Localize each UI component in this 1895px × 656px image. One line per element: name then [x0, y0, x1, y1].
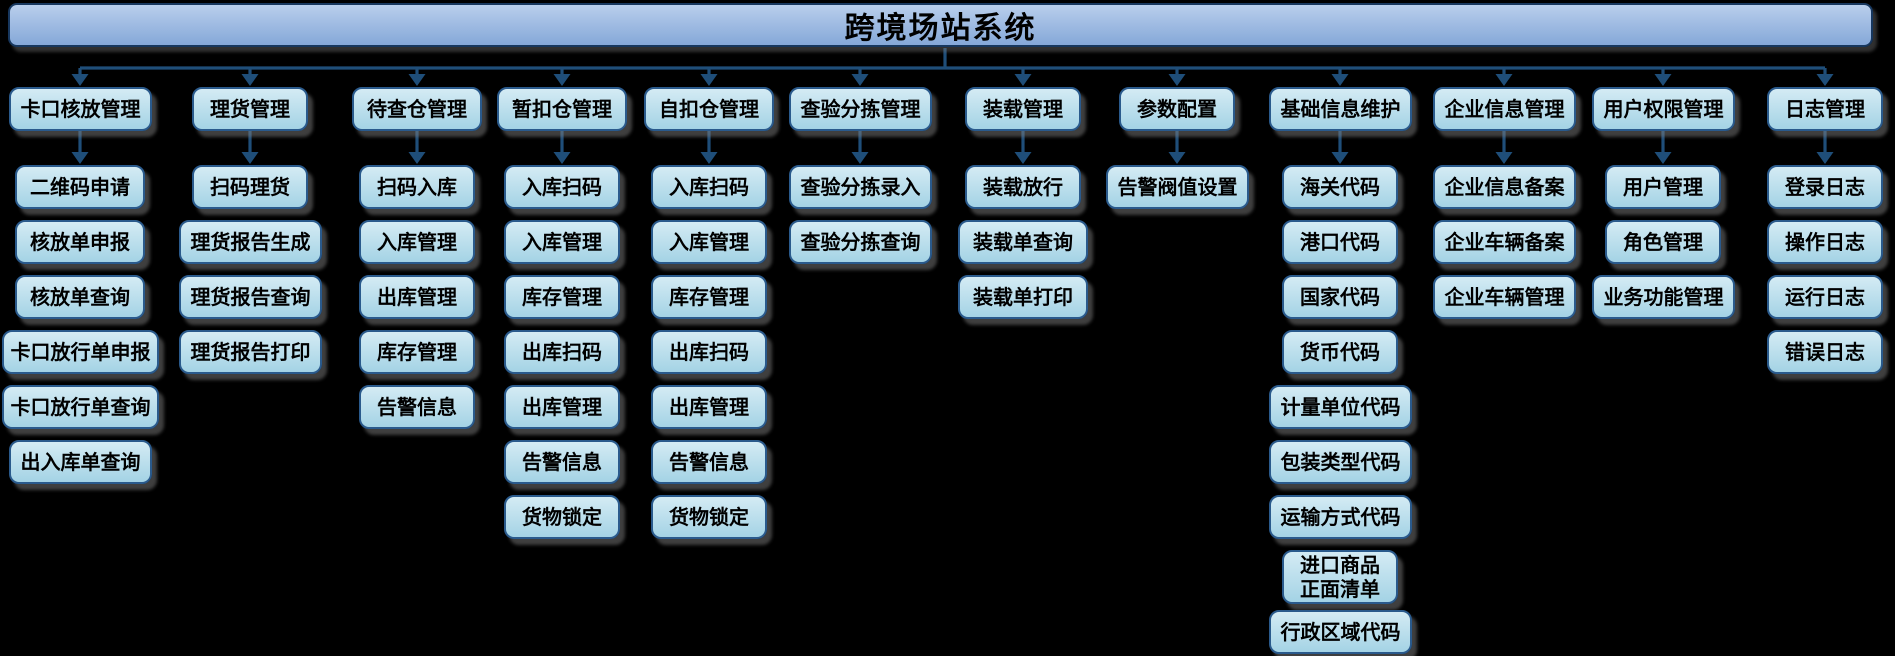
- submodule-box: 错误日志: [1767, 330, 1883, 374]
- submodule-box: 出库管理: [504, 385, 620, 429]
- submodule-box: 入库扫码: [651, 165, 767, 209]
- submodule-box: 角色管理: [1605, 220, 1721, 264]
- module-header-box: 装载管理: [965, 87, 1081, 131]
- submodule-box: 运行日志: [1767, 275, 1883, 319]
- submodule-box: 扫码入库: [359, 165, 475, 209]
- submodule-box: 计量单位代码: [1269, 385, 1412, 429]
- submodule-box: 货物锁定: [504, 495, 620, 539]
- submodule-box: 扫码理货: [192, 165, 308, 209]
- arrowhead-icon: [553, 74, 571, 86]
- submodule-box: 港口代码: [1282, 220, 1398, 264]
- submodule-box: 库存管理: [359, 330, 475, 374]
- submodule-box: 出库扫码: [504, 330, 620, 374]
- arrowhead-icon: [851, 74, 869, 86]
- submodule-box: 入库管理: [651, 220, 767, 264]
- arrowhead-icon: [851, 152, 869, 164]
- submodule-box: 二维码申请: [15, 165, 145, 209]
- module-header-box: 日志管理: [1767, 87, 1883, 131]
- submodule-box: 装载放行: [965, 165, 1081, 209]
- module-header-box: 卡口核放管理: [9, 87, 152, 131]
- arrowhead-icon: [1654, 74, 1672, 86]
- submodule-box: 操作日志: [1767, 220, 1883, 264]
- submodule-box: 货币代码: [1282, 330, 1398, 374]
- arrowhead-icon: [1495, 74, 1513, 86]
- arrowhead-icon: [1331, 152, 1349, 164]
- submodule-box: 出库扫码: [651, 330, 767, 374]
- submodule-box: 理货报告打印: [179, 330, 322, 374]
- submodule-box: 卡口放行单申报: [2, 330, 159, 374]
- arrowhead-icon: [1495, 152, 1513, 164]
- arrowhead-icon: [71, 74, 89, 86]
- submodule-box: 卡口放行单查询: [2, 385, 159, 429]
- submodule-box: 行政区域代码: [1269, 610, 1412, 654]
- module-header-box: 自扣仓管理: [644, 87, 774, 131]
- submodule-box: 告警信息: [504, 440, 620, 484]
- submodule-box: 登录日志: [1767, 165, 1883, 209]
- submodule-box: 出库管理: [359, 275, 475, 319]
- submodule-box: 查验分拣查询: [789, 220, 932, 264]
- submodule-box: 国家代码: [1282, 275, 1398, 319]
- arrowhead-icon: [700, 152, 718, 164]
- arrowhead-icon: [553, 152, 571, 164]
- arrowhead-icon: [1168, 74, 1186, 86]
- arrowhead-icon: [1816, 74, 1834, 86]
- submodule-box: 运输方式代码: [1269, 495, 1412, 539]
- module-header-box: 用户权限管理: [1592, 87, 1735, 131]
- arrowhead-icon: [241, 74, 259, 86]
- submodule-box: 入库扫码: [504, 165, 620, 209]
- arrowhead-icon: [1014, 74, 1032, 86]
- module-header-box: 查验分拣管理: [789, 87, 932, 131]
- arrowhead-icon: [1168, 152, 1186, 164]
- submodule-box: 理货报告查询: [179, 275, 322, 319]
- module-header-box: 基础信息维护: [1269, 87, 1412, 131]
- submodule-box: 企业信息备案: [1433, 165, 1576, 209]
- module-header-box: 暂扣仓管理: [497, 87, 627, 131]
- submodule-box: 装载单打印: [958, 275, 1088, 319]
- submodule-box: 企业车辆管理: [1433, 275, 1576, 319]
- submodule-box: 告警信息: [651, 440, 767, 484]
- submodule-box: 出入库单查询: [9, 440, 152, 484]
- submodule-box: 进口商品 正面清单: [1282, 550, 1398, 604]
- submodule-box: 核放单查询: [15, 275, 145, 319]
- submodule-box: 告警阀值设置: [1106, 165, 1249, 209]
- module-header-box: 企业信息管理: [1433, 87, 1576, 131]
- module-header-box: 待查仓管理: [352, 87, 482, 131]
- submodule-box: 装载单查询: [958, 220, 1088, 264]
- system-title-bar: 跨境场站系统: [8, 3, 1873, 47]
- submodule-box: 库存管理: [504, 275, 620, 319]
- module-header-box: 理货管理: [192, 87, 308, 131]
- arrowhead-icon: [700, 74, 718, 86]
- submodule-box: 货物锁定: [651, 495, 767, 539]
- arrowhead-icon: [1654, 152, 1672, 164]
- submodule-box: 入库管理: [504, 220, 620, 264]
- submodule-box: 海关代码: [1282, 165, 1398, 209]
- submodule-box: 查验分拣录入: [789, 165, 932, 209]
- submodule-box: 核放单申报: [15, 220, 145, 264]
- arrowhead-icon: [1331, 74, 1349, 86]
- submodule-box: 用户管理: [1605, 165, 1721, 209]
- arrowhead-icon: [408, 74, 426, 86]
- arrowhead-icon: [408, 152, 426, 164]
- submodule-box: 出库管理: [651, 385, 767, 429]
- submodule-box: 包装类型代码: [1269, 440, 1412, 484]
- submodule-box: 企业车辆备案: [1433, 220, 1576, 264]
- submodule-box: 业务功能管理: [1592, 275, 1735, 319]
- system-title: 跨境场站系统: [844, 11, 1037, 46]
- submodule-box: 库存管理: [651, 275, 767, 319]
- submodule-box: 入库管理: [359, 220, 475, 264]
- submodule-box: 理货报告生成: [179, 220, 322, 264]
- submodule-box: 告警信息: [359, 385, 475, 429]
- arrowhead-icon: [1014, 152, 1032, 164]
- arrowhead-icon: [241, 152, 259, 164]
- module-header-box: 参数配置: [1119, 87, 1235, 131]
- arrowhead-icon: [71, 152, 89, 164]
- arrowhead-icon: [1816, 152, 1834, 164]
